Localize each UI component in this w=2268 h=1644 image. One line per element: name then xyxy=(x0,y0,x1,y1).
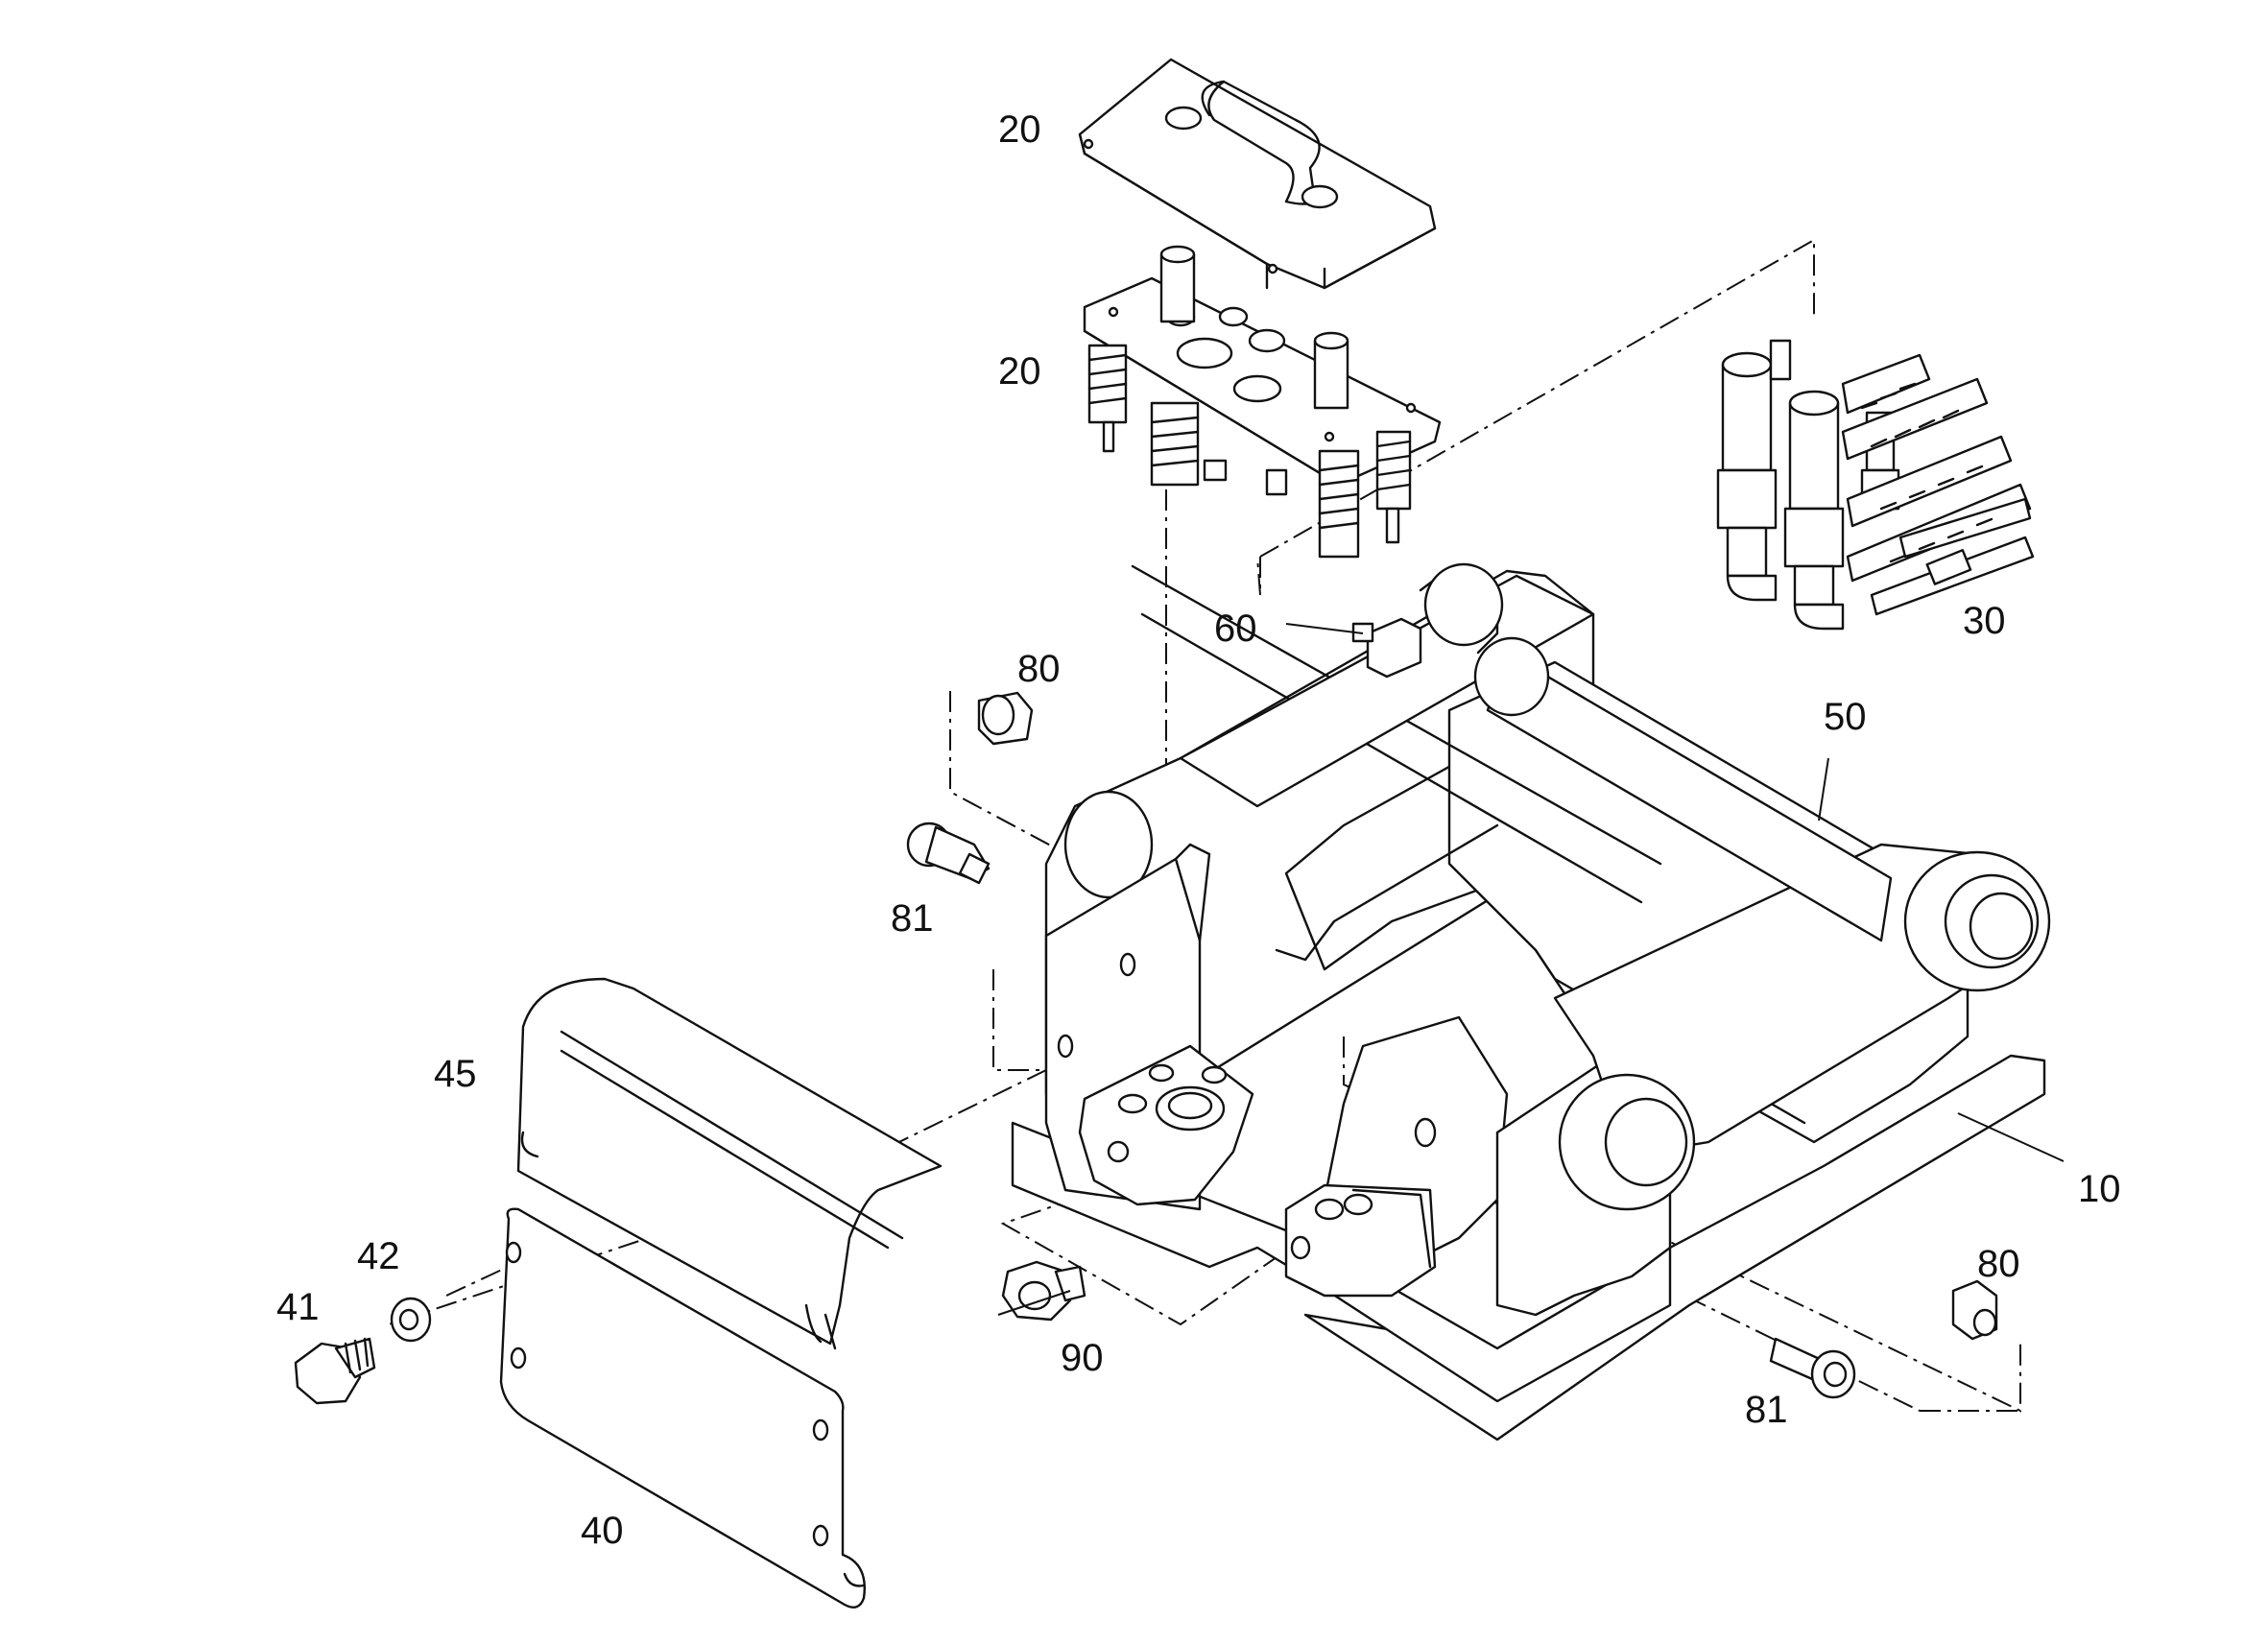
part-80-nut-left xyxy=(977,691,1034,746)
label-80-left: 80 xyxy=(1017,648,1061,690)
label-30: 30 xyxy=(1963,600,2006,642)
label-80-right: 80 xyxy=(1977,1243,2020,1285)
label-41: 41 xyxy=(276,1286,320,1328)
label-60: 60 xyxy=(1214,608,1257,650)
part-45-cover xyxy=(516,977,943,1350)
right-manifold-block xyxy=(1284,1117,1437,1298)
label-81-right: 81 xyxy=(1745,1389,1788,1431)
label-42: 42 xyxy=(357,1235,400,1277)
label-50: 50 xyxy=(1824,696,1867,738)
part-30-hose-assembly xyxy=(1716,339,2035,631)
part-80-nut-right xyxy=(1951,1279,1998,1341)
label-81-left: 81 xyxy=(891,897,934,940)
label-20-mid: 20 xyxy=(998,350,1041,393)
part-42-washer xyxy=(390,1297,432,1343)
part-60-valve xyxy=(1351,617,1422,679)
label-45: 45 xyxy=(434,1053,477,1095)
part-81-screw-right xyxy=(1769,1337,1856,1399)
label-90: 90 xyxy=(1061,1337,1104,1379)
label-40: 40 xyxy=(581,1510,624,1552)
left-side-plate xyxy=(1044,843,1254,1211)
part-90-plug xyxy=(1001,1260,1086,1322)
leader-lines xyxy=(997,623,2065,1316)
label-10: 10 xyxy=(2078,1168,2121,1210)
label-20-top: 20 xyxy=(998,108,1041,151)
part-40-plate xyxy=(499,1207,866,1608)
part-labels: 20 20 30 60 80 50 81 45 10 42 80 41 90 8… xyxy=(276,108,2121,1552)
part-81-screw-left xyxy=(906,822,991,885)
part-41-bolt xyxy=(294,1337,376,1405)
part-20-top-plate xyxy=(1078,58,1437,290)
part-50-cross-tube xyxy=(1063,562,1893,942)
part-20-coupler-plate xyxy=(1083,245,1442,559)
